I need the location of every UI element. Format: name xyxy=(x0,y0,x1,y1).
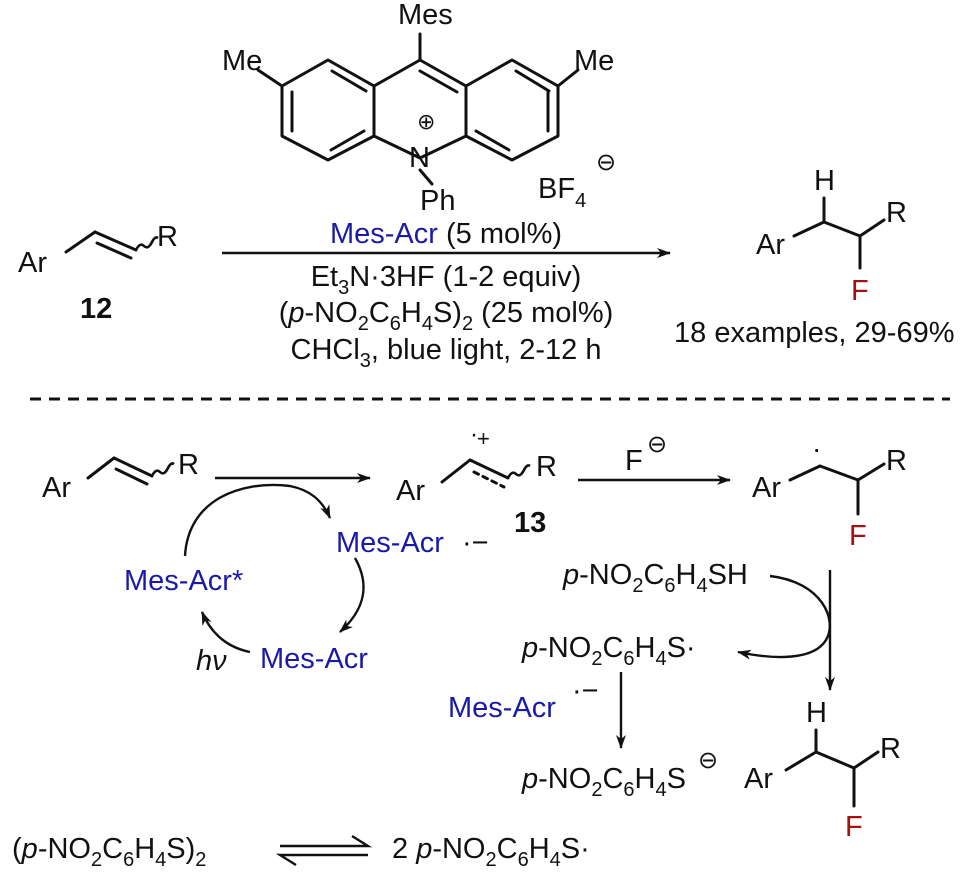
hv-label: hν xyxy=(196,645,227,677)
acr-radical-anion-2: Mes-Acr xyxy=(448,692,556,724)
me-right-bond xyxy=(556,68,580,88)
me-right-label: Me xyxy=(574,45,614,77)
final-bond-3 xyxy=(852,750,880,770)
mech-start-r-label: R xyxy=(178,449,199,481)
acr-ground: Mes-Acr xyxy=(260,643,368,675)
disulfide-label: (p-NO2C6H4S)2 xyxy=(12,833,206,871)
radcat-wavy-bond xyxy=(506,464,531,479)
substrate-bond-2-double xyxy=(95,241,133,260)
fluoride-charge: ⊖ xyxy=(647,431,667,458)
final-f-label: F xyxy=(845,811,863,843)
n-ph-bond xyxy=(418,168,434,186)
final-bond-2 xyxy=(814,750,856,770)
central-double-bond xyxy=(418,69,459,94)
final-r-label: R xyxy=(880,733,901,765)
conditions-line-1: Mes-Acr (5 mol%) xyxy=(330,218,562,250)
radical-cation-13: Ar R · + 13 xyxy=(396,421,557,539)
thiyl-radical-label: p-NO2C6H4S· xyxy=(521,632,696,670)
mech-start-bond-2-double xyxy=(114,467,149,486)
mech-start-ar-label: Ar xyxy=(42,472,71,504)
mes-label: Mes xyxy=(398,0,453,31)
left-ring-inner-bond-c xyxy=(329,129,366,152)
acr-radical-anion: Mes-Acr xyxy=(336,527,444,559)
me-left-bond xyxy=(256,68,284,88)
radcat-r-label: R xyxy=(536,451,557,483)
hat-curved-arrow xyxy=(737,574,831,660)
product-h-label: H xyxy=(814,165,835,197)
thiyl-radical-pair-label: 2 p-NO2C6H4S· xyxy=(392,833,590,871)
right-ring-inner-bond-a xyxy=(514,69,551,93)
product-bond-3 xyxy=(858,218,886,238)
mech-start-wavy-bond xyxy=(150,462,175,477)
cycle-arrow-anion-to-ground xyxy=(339,557,365,633)
radcat-plus: + xyxy=(477,426,490,451)
acr-excited: Mes-Acr* xyxy=(124,565,243,597)
acr-radical-anion-2-charge: ·− xyxy=(572,675,599,707)
mechanism-start-alkene: Ar R xyxy=(42,449,199,504)
radcat-bond-2 xyxy=(468,458,510,480)
right-ring-inner-bond-c xyxy=(474,129,511,152)
n-plus-charge: ⊕ xyxy=(417,109,435,134)
final-bond-1 xyxy=(784,750,818,772)
rad-r-label: R xyxy=(886,445,907,477)
rad-bond-2 xyxy=(818,464,860,482)
thiolate-charge: ⊖ xyxy=(698,747,718,774)
cycle-arrow-ground-to-excited xyxy=(200,611,251,654)
product-yield: 18 examples, 29-69% xyxy=(674,317,955,349)
substrate-bond-1 xyxy=(64,230,97,254)
thiolate-label: p-NO2C6H4S xyxy=(521,763,686,801)
cycle-arrow-excited-to-anion xyxy=(183,483,332,557)
bf4-counterion: BF4 xyxy=(538,173,586,212)
fluoride-label: F xyxy=(625,445,643,477)
substrate-wavy-bond xyxy=(134,236,159,251)
radcat-bond-1 xyxy=(440,458,472,484)
me-left-label: Me xyxy=(222,45,262,77)
left-ring-bonds xyxy=(280,58,376,162)
right-ring-bonds xyxy=(464,58,560,162)
rad-bond-3 xyxy=(856,462,886,482)
left-ring-inner-bond-a xyxy=(330,69,368,93)
radcat-dot: · xyxy=(470,421,478,448)
equilibrium-arrow-forward xyxy=(280,834,373,848)
product-bond-2 xyxy=(822,220,862,238)
product-bond-1 xyxy=(792,220,826,238)
benzylic-radical: Ar R F · xyxy=(752,433,907,552)
final-h-label: H xyxy=(806,697,827,729)
substrate-r-label: R xyxy=(157,221,178,253)
substrate-ar-label: Ar xyxy=(18,247,47,279)
fluorinated-product: H Ar R F 18 examples, 29-69% xyxy=(674,165,955,349)
conditions-line-2: Et3N·3HF (1-2 equiv) xyxy=(311,261,582,299)
rad-dot: · xyxy=(812,433,821,464)
equilibrium-arrow-reverse xyxy=(275,853,368,867)
radcat-ar-label: Ar xyxy=(396,475,425,507)
final-product: H Ar R F xyxy=(744,697,901,843)
rad-bond-1 xyxy=(788,464,822,482)
bf4-charge: ⊖ xyxy=(596,149,616,176)
disulfide-equilibrium: (p-NO2C6H4S)2 2 p-NO2C6H4S· xyxy=(12,833,590,871)
product-ar-label: Ar xyxy=(756,229,785,261)
radcat-bond-2-partial xyxy=(472,470,506,489)
conditions-line-3: (p-NO2C6H4S)2 (25 mol%) xyxy=(279,297,614,335)
photocatalytic-cycle: Mes-Acr ·− Mes-Acr* Mes-Acr hν xyxy=(124,483,489,677)
product-r-label: R xyxy=(886,197,907,229)
substrate-12: Ar R 12 xyxy=(18,221,178,325)
product-f-label: F xyxy=(851,275,869,307)
radcat-number-13: 13 xyxy=(514,507,546,539)
conditions-line-4: CHCl3, blue light, 2-12 h xyxy=(291,334,602,372)
final-ar-label: Ar xyxy=(744,763,773,795)
nitrogen-label: N xyxy=(409,142,430,174)
substrate-bond-2 xyxy=(93,230,138,252)
rad-f-label: F xyxy=(849,520,867,552)
mech-start-bond-1 xyxy=(86,456,116,480)
substrate-number-12: 12 xyxy=(80,293,112,325)
rad-ar-label: Ar xyxy=(752,472,781,504)
phenyl-label: Ph xyxy=(420,185,455,217)
mes-acr-catalyst-structure: Mes Me Me ⊕ N Ph BF4 ⊖ xyxy=(222,0,616,217)
thiol-label: p-NO2C6H4SH xyxy=(562,559,748,597)
hat-branch: p-NO2C6H4SH p-NO2C6H4S· Mes-Acr ·− p-NO2… xyxy=(448,559,835,801)
mech-start-bond-2 xyxy=(112,456,154,478)
acr-radical-anion-charge: ·− xyxy=(462,527,489,559)
reaction-conditions: Mes-Acr (5 mol%) Et3N·3HF (1-2 equiv) (p… xyxy=(279,218,614,372)
